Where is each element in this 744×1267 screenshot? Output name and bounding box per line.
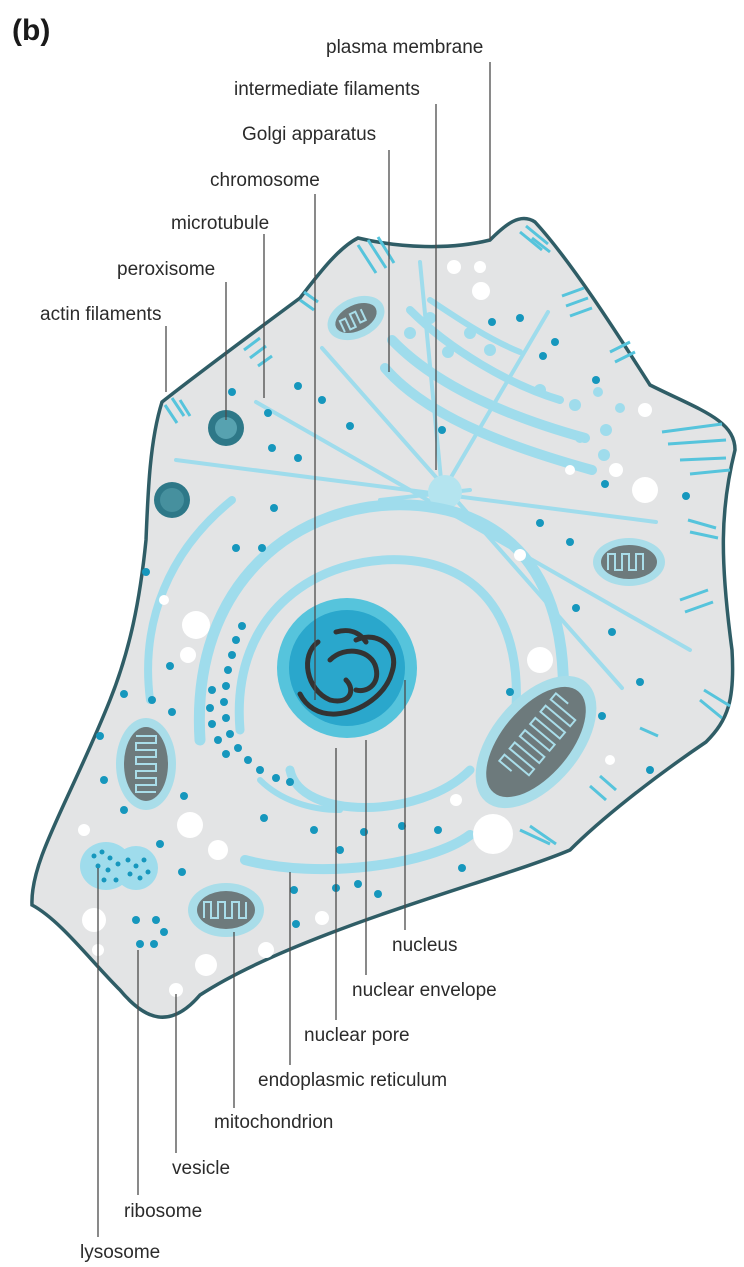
mitochondrion xyxy=(116,718,176,810)
label-nuclear-pore: nuclear pore xyxy=(304,1025,410,1046)
label-microtubule: microtubule xyxy=(171,213,269,234)
label-intermediate-filaments: intermediate filaments xyxy=(234,79,420,100)
label-vesicle: vesicle xyxy=(172,1158,230,1179)
label-ribosome: ribosome xyxy=(124,1201,202,1222)
label-nuclear-envelope: nuclear envelope xyxy=(352,980,497,1001)
panel-label: (b) xyxy=(12,14,50,47)
label-plasma-membrane: plasma membrane xyxy=(326,37,483,58)
nucleus xyxy=(277,598,417,738)
label-golgi-apparatus: Golgi apparatus xyxy=(242,124,376,145)
label-actin-filaments: actin filaments xyxy=(40,304,161,325)
mitochondrion xyxy=(593,538,665,586)
lysosome xyxy=(80,842,158,890)
label-endoplasmic-reticulum: endoplasmic reticulum xyxy=(258,1070,447,1091)
label-nucleus: nucleus xyxy=(392,935,458,956)
label-mitochondrion: mitochondrion xyxy=(214,1112,333,1133)
label-chromosome: chromosome xyxy=(210,170,320,191)
mitochondrion xyxy=(188,883,264,937)
label-lysosome: lysosome xyxy=(80,1242,160,1263)
label-peroxisome: peroxisome xyxy=(117,259,215,280)
